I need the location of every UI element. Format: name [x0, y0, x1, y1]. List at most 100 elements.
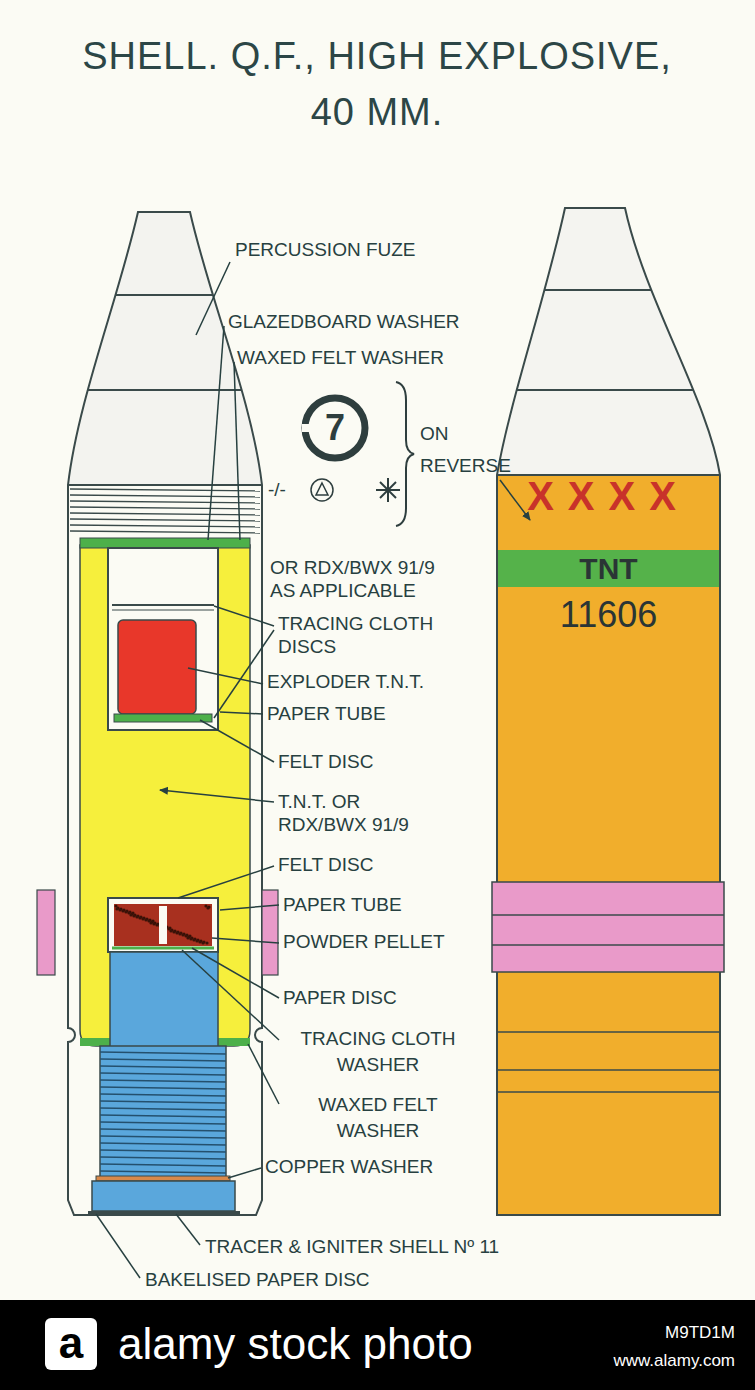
- stencil-mark: TNT: [497, 552, 720, 586]
- pellet-dot: [155, 923, 158, 926]
- thread-line: [70, 519, 260, 521]
- asterisk-symbol: [376, 478, 400, 502]
- thread-line: [70, 495, 260, 497]
- driving-band: [262, 890, 278, 975]
- thread-line: [100, 1094, 226, 1096]
- pellet-speckle: [114, 904, 210, 944]
- watermark-logo: a: [45, 1318, 97, 1368]
- logo-box: [45, 1318, 97, 1370]
- watermark-url: www.alamy.com: [595, 1350, 735, 1372]
- thread-line: [100, 1171, 226, 1173]
- pellet-dot: [186, 936, 189, 939]
- pellet-dot: [201, 941, 204, 944]
- thread-line: [100, 1066, 226, 1068]
- pellet-dot: [149, 921, 152, 924]
- groove-line: [497, 1069, 720, 1071]
- pellet-dot: [121, 909, 124, 912]
- pellet-dot: [138, 916, 141, 919]
- pellet-dot: [135, 915, 138, 918]
- pellet-paper-tube: [108, 898, 218, 952]
- pellet-dot: [202, 940, 205, 943]
- part-label: WAXED FELT WASHER: [237, 346, 444, 369]
- thread-line: [70, 531, 260, 533]
- tracer-threads: [100, 1052, 226, 1173]
- part-label: PAPER TUBE: [267, 702, 386, 725]
- symbol-mark: -/-: [268, 478, 286, 501]
- right-shell-outline: [497, 208, 720, 1215]
- groove-line: [497, 1031, 720, 1033]
- part-label: POWDER PELLET: [283, 930, 445, 953]
- part-label: FELT DISC: [278, 750, 373, 773]
- part-label: TRACER & IGNITER SHELL Nº 11: [205, 1235, 499, 1258]
- thread-line: [100, 1122, 226, 1124]
- exploder-paper-tube: [108, 548, 218, 730]
- pellet-hole: [159, 906, 167, 944]
- thread-line: [70, 489, 260, 491]
- thread-line: [100, 1101, 226, 1103]
- pellet-dot: [175, 931, 178, 934]
- part-label: TRACING CLOTH DISCS: [278, 612, 453, 658]
- fuze-joint: [68, 484, 262, 486]
- pellet-dot: [124, 910, 127, 913]
- part-label: WAXED FELT WASHER: [283, 1092, 473, 1144]
- band-line: [492, 914, 724, 916]
- thread-line: [100, 1052, 226, 1054]
- part-label: FELT DISC: [278, 853, 373, 876]
- bracket: [396, 382, 414, 526]
- watermark-text: alamy stock photo: [118, 1318, 473, 1370]
- paper-disc: [112, 947, 214, 950]
- thread-line: [100, 1080, 226, 1082]
- pellet-dot: [192, 938, 195, 941]
- exploder-tnt: [118, 620, 196, 714]
- title: SHELL. Q.F., HIGH EXPLOSIVE, 40 MM.: [72, 28, 682, 140]
- part-label: PAPER DISC: [283, 986, 397, 1009]
- watermark-id: M9TD1M: [595, 1322, 735, 1344]
- pellet-dot: [141, 917, 144, 920]
- right-shell-fill: [490, 200, 730, 1220]
- thread-line: [100, 1164, 226, 1166]
- pellet-dot: [195, 939, 198, 942]
- band-line: [492, 944, 724, 946]
- pellet-dot: [132, 914, 135, 917]
- pellet-dot: [205, 941, 208, 944]
- pellet-dot: [144, 918, 147, 921]
- pellet-dot: [181, 933, 184, 936]
- thread-line: [70, 513, 260, 515]
- tracer-body: [110, 952, 218, 1048]
- thread-line: [70, 501, 260, 503]
- part-label: EXPLODER T.N.T.: [267, 670, 424, 693]
- thread-line: [100, 1150, 226, 1152]
- tracer-thread: [100, 1046, 226, 1178]
- thread-line: [100, 1059, 226, 1061]
- triangle-symbol: [316, 483, 328, 495]
- felt-disc: [114, 714, 212, 722]
- left-shell-outline: [68, 212, 262, 1215]
- fuze-threads: [70, 489, 260, 533]
- pellet-dot: [178, 932, 181, 935]
- pellet-dot: [198, 940, 201, 943]
- stencil-number: 11606: [497, 594, 720, 636]
- thread-line: [100, 1115, 226, 1117]
- pellet-dot: [129, 913, 132, 916]
- part-label: PAPER TUBE: [283, 893, 402, 916]
- symbol-number: 7: [305, 405, 365, 451]
- pellet-dot: [189, 937, 192, 940]
- pellet-dot: [207, 905, 210, 908]
- note-label: OR RDX/BWX 91/9 AS APPLICABLE: [270, 556, 455, 602]
- part-label: PERCUSSION FUZE: [235, 238, 416, 261]
- powder-pellet: [114, 904, 212, 946]
- pellet-dot: [206, 906, 209, 909]
- tracer-base: [92, 1181, 235, 1211]
- thread-line: [100, 1108, 226, 1110]
- triangle-circle: [311, 479, 333, 501]
- thread-line: [70, 507, 260, 509]
- part-label: COPPER WASHER: [265, 1155, 433, 1178]
- groove-line: [497, 1091, 720, 1093]
- pellet-dot: [152, 922, 155, 925]
- symbol-ring-gap: [302, 424, 312, 432]
- thread-line: [100, 1129, 226, 1131]
- part-label: TRACING CLOTH WASHER: [283, 1026, 473, 1078]
- driving-band: [37, 890, 55, 975]
